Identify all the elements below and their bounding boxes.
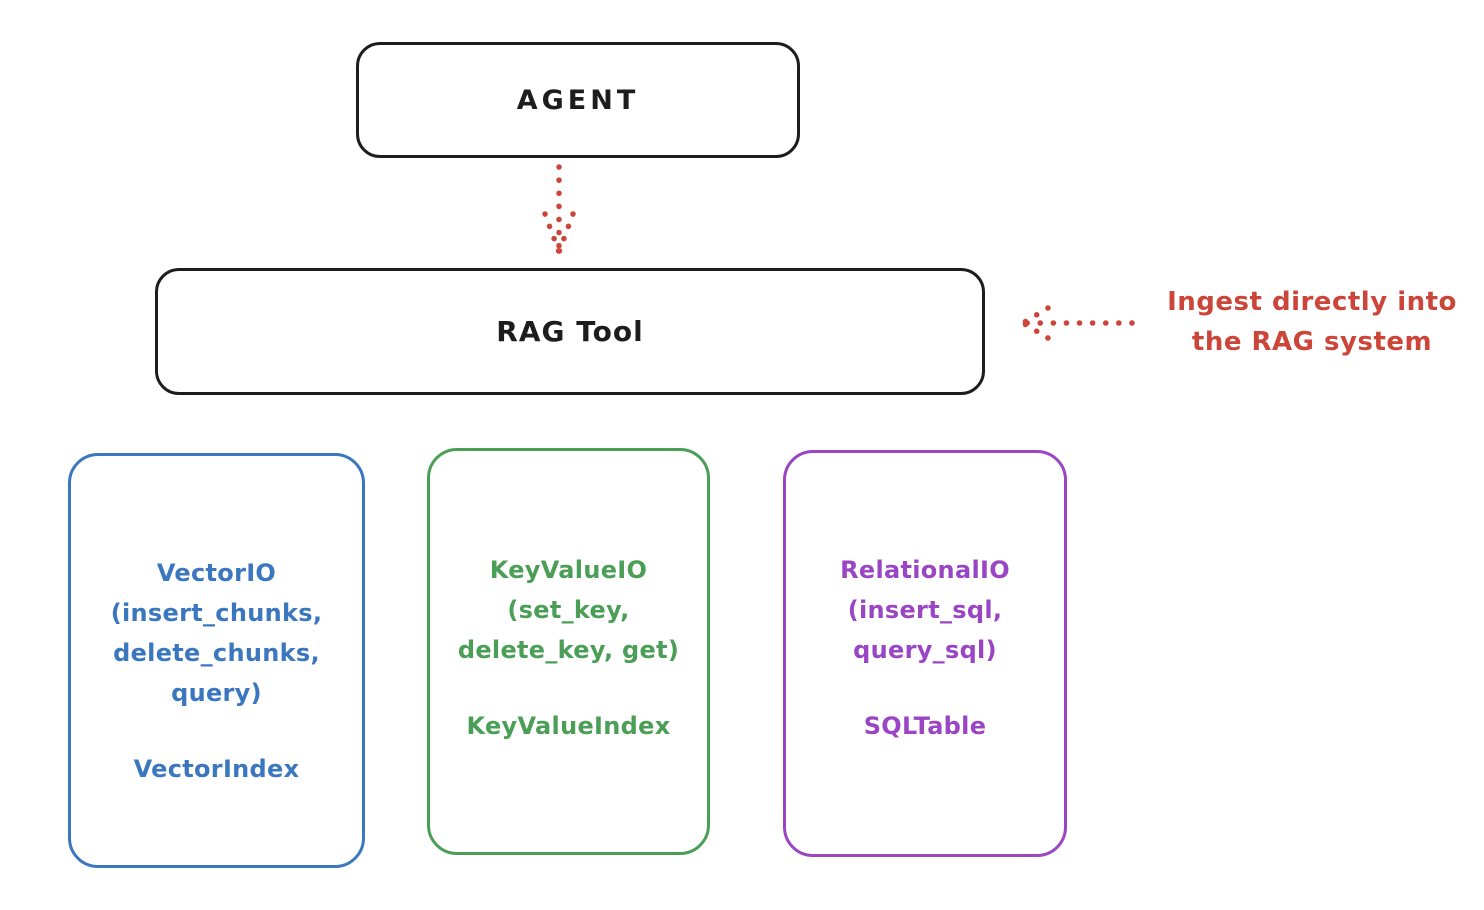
agent-label: AGENT xyxy=(516,84,640,116)
keyvalue-io-line: (set_key, xyxy=(507,596,630,624)
vector-io-line: query) xyxy=(171,679,262,707)
vector-io-line: VectorIO xyxy=(156,559,277,587)
relational-io-line: query_sql) xyxy=(853,636,997,664)
agent-to-rag-dotted-arrow-icon xyxy=(542,164,576,255)
ingest-annotation: Ingest directly into the RAG system xyxy=(1142,282,1482,362)
ingest-dotted-arrow-icon xyxy=(1020,305,1135,341)
keyvalue-io-line: KeyValueIO xyxy=(489,556,648,584)
ingest-annotation-line2: the RAG system xyxy=(1191,327,1433,357)
agent-node: AGENT xyxy=(356,42,800,158)
rag-tool-node: RAG Tool xyxy=(155,268,985,395)
sql-table-label: SQLTable xyxy=(863,712,987,740)
vector-io-line: (insert_chunks, xyxy=(110,599,323,627)
keyvalue-io-node: KeyValueIO (set_key, delete_key, get) Ke… xyxy=(427,448,710,855)
rag-tool-label: RAG Tool xyxy=(496,315,644,348)
keyvalue-io-line: delete_key, get) xyxy=(457,636,680,664)
ingest-annotation-line1: Ingest directly into xyxy=(1167,287,1457,317)
relational-io-line: RelationalIO xyxy=(840,556,1010,584)
relational-io-line: (insert_sql, xyxy=(847,596,1003,624)
keyvalue-index-label: KeyValueIndex xyxy=(466,712,671,740)
relational-io-node: RelationalIO (insert_sql, query_sql) SQL… xyxy=(783,450,1067,857)
vector-io-line: delete_chunks, xyxy=(113,639,320,667)
vector-index-label: VectorIndex xyxy=(133,755,300,783)
vector-io-node: VectorIO (insert_chunks, delete_chunks, … xyxy=(68,453,365,868)
